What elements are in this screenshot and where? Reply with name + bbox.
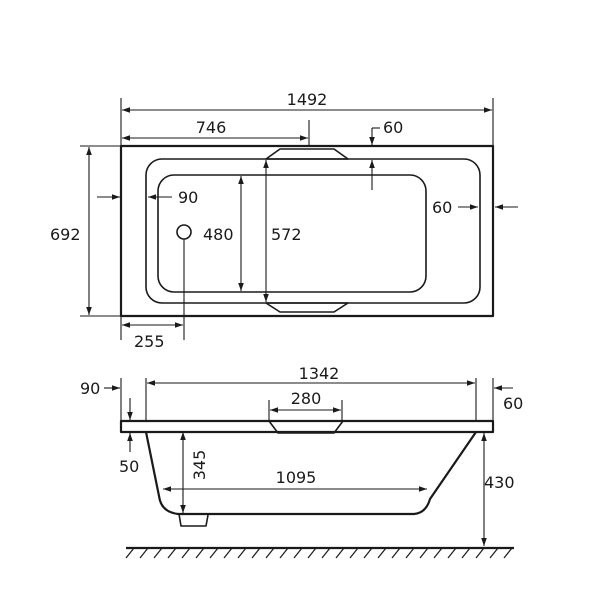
half-length-label: 746 bbox=[196, 118, 227, 137]
grip-width-label: 572 bbox=[271, 225, 302, 244]
base-length-label: 1095 bbox=[276, 468, 317, 487]
hatch-stroke bbox=[223, 547, 233, 559]
floor-hatching bbox=[125, 547, 513, 559]
hatch-stroke bbox=[447, 547, 457, 559]
hatch-stroke bbox=[475, 547, 485, 559]
hatch-stroke bbox=[391, 547, 401, 559]
depth-label: 345 bbox=[190, 450, 209, 481]
hatch-stroke bbox=[321, 547, 331, 559]
bath-bowl bbox=[157, 174, 427, 293]
hatch-stroke bbox=[433, 547, 443, 559]
hatch-stroke bbox=[125, 547, 135, 559]
hatch-stroke bbox=[335, 547, 345, 559]
hatch-stroke bbox=[265, 547, 275, 559]
rim-end-label: 60 bbox=[383, 118, 403, 137]
hatch-stroke bbox=[363, 547, 373, 559]
hatch-stroke bbox=[405, 547, 415, 559]
rim-thickness-label: 50 bbox=[119, 457, 139, 476]
bottom-grip-handle bbox=[265, 302, 349, 313]
hatch-stroke bbox=[293, 547, 303, 559]
hatch-stroke bbox=[377, 547, 387, 559]
inner-length-label: 1342 bbox=[299, 364, 340, 383]
hatch-stroke bbox=[489, 547, 499, 559]
hatch-stroke bbox=[419, 547, 429, 559]
side-view: 90 1342 60 280 50 345 1095 430 bbox=[80, 364, 523, 559]
waste-outlet bbox=[176, 224, 192, 240]
hatch-stroke bbox=[195, 547, 205, 559]
hatch-stroke bbox=[279, 547, 289, 559]
hatch-stroke bbox=[461, 547, 471, 559]
plan-view: 1492 746 60 60 90 692 480 572 255 bbox=[50, 90, 518, 351]
hatch-stroke bbox=[237, 547, 247, 559]
side-rim-right-label: 60 bbox=[503, 394, 523, 413]
grip-length-label: 280 bbox=[291, 389, 322, 408]
hatch-stroke bbox=[503, 547, 513, 559]
height-label: 430 bbox=[484, 473, 515, 492]
inner-width-label: 480 bbox=[203, 225, 234, 244]
hatch-stroke bbox=[167, 547, 177, 559]
bath-side-profile bbox=[144, 431, 477, 516]
bath-outer-rim bbox=[119, 144, 495, 318]
top-grip-handle bbox=[265, 148, 349, 160]
bath-inner-rim bbox=[145, 158, 481, 304]
hatch-stroke bbox=[209, 547, 219, 559]
waste-trap bbox=[178, 513, 209, 527]
hatch-stroke bbox=[139, 547, 149, 559]
hatch-stroke bbox=[349, 547, 359, 559]
hatch-stroke bbox=[181, 547, 191, 559]
side-grip-handle bbox=[268, 420, 344, 434]
hatch-stroke bbox=[251, 547, 261, 559]
side-rim-left-label: 90 bbox=[80, 379, 100, 398]
hatch-stroke bbox=[307, 547, 317, 559]
overall-width-label: 692 bbox=[50, 225, 81, 244]
rim-side-left-label: 90 bbox=[178, 188, 198, 207]
rim-side-right-label: 60 bbox=[432, 198, 452, 217]
waste-offset-label: 255 bbox=[134, 332, 165, 351]
side-rim-top bbox=[119, 419, 495, 434]
hatch-stroke bbox=[153, 547, 163, 559]
overall-length-label: 1492 bbox=[287, 90, 328, 109]
